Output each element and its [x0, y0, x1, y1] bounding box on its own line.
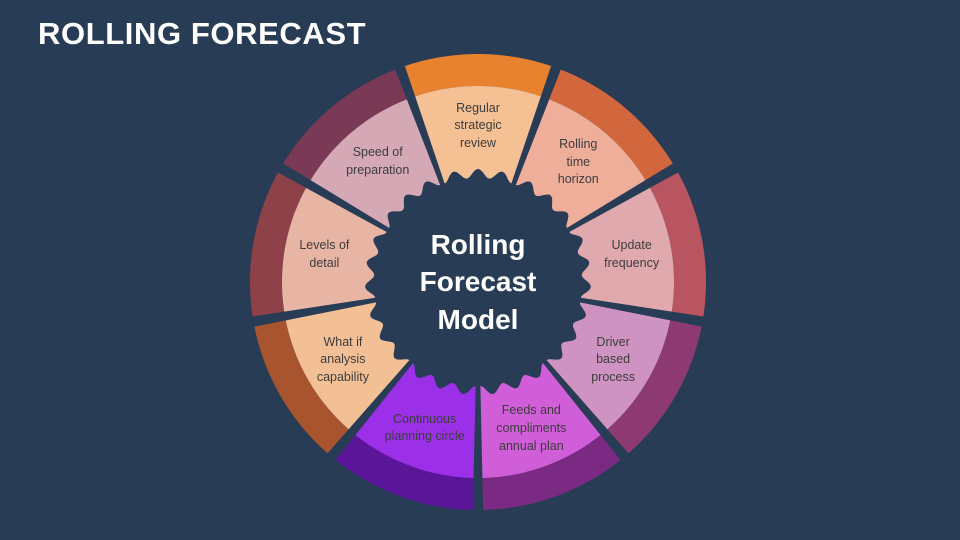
segment-inner-fill [285, 302, 410, 430]
segment-outer-band [549, 69, 673, 181]
wheel-segment[interactable] [283, 69, 441, 228]
donut-chart [250, 54, 706, 510]
segment-outer-band [482, 434, 621, 510]
wheel-segment[interactable] [515, 69, 673, 228]
wheel-segment[interactable] [480, 363, 621, 510]
rolling-forecast-wheel: Rolling Forecast Model Regular strategic… [238, 42, 718, 522]
segment-outer-band [250, 172, 307, 317]
wheel-segment[interactable] [335, 363, 476, 510]
segment-outer-band [404, 54, 552, 97]
segment-outer-band [607, 320, 702, 454]
wheel-segment[interactable] [254, 302, 410, 454]
segment-inner-fill [355, 363, 476, 478]
segment-inner-fill [515, 99, 646, 228]
wheel-segment[interactable] [569, 172, 706, 317]
segment-inner-fill [282, 187, 387, 312]
segment-outer-band [254, 320, 349, 454]
segment-inner-fill [569, 187, 674, 312]
segment-inner-fill [310, 99, 441, 228]
wheel-segment[interactable] [404, 54, 552, 184]
page-title: ROLLING FORECAST [38, 16, 367, 51]
wheel-segment[interactable] [546, 302, 702, 454]
segment-outer-band [283, 69, 407, 181]
segment-outer-band [335, 434, 474, 510]
segment-inner-fill [415, 86, 541, 184]
segment-inner-fill [546, 302, 671, 430]
wheel-segment[interactable] [250, 172, 387, 317]
segment-outer-band [649, 172, 706, 317]
segment-inner-fill [480, 363, 601, 478]
